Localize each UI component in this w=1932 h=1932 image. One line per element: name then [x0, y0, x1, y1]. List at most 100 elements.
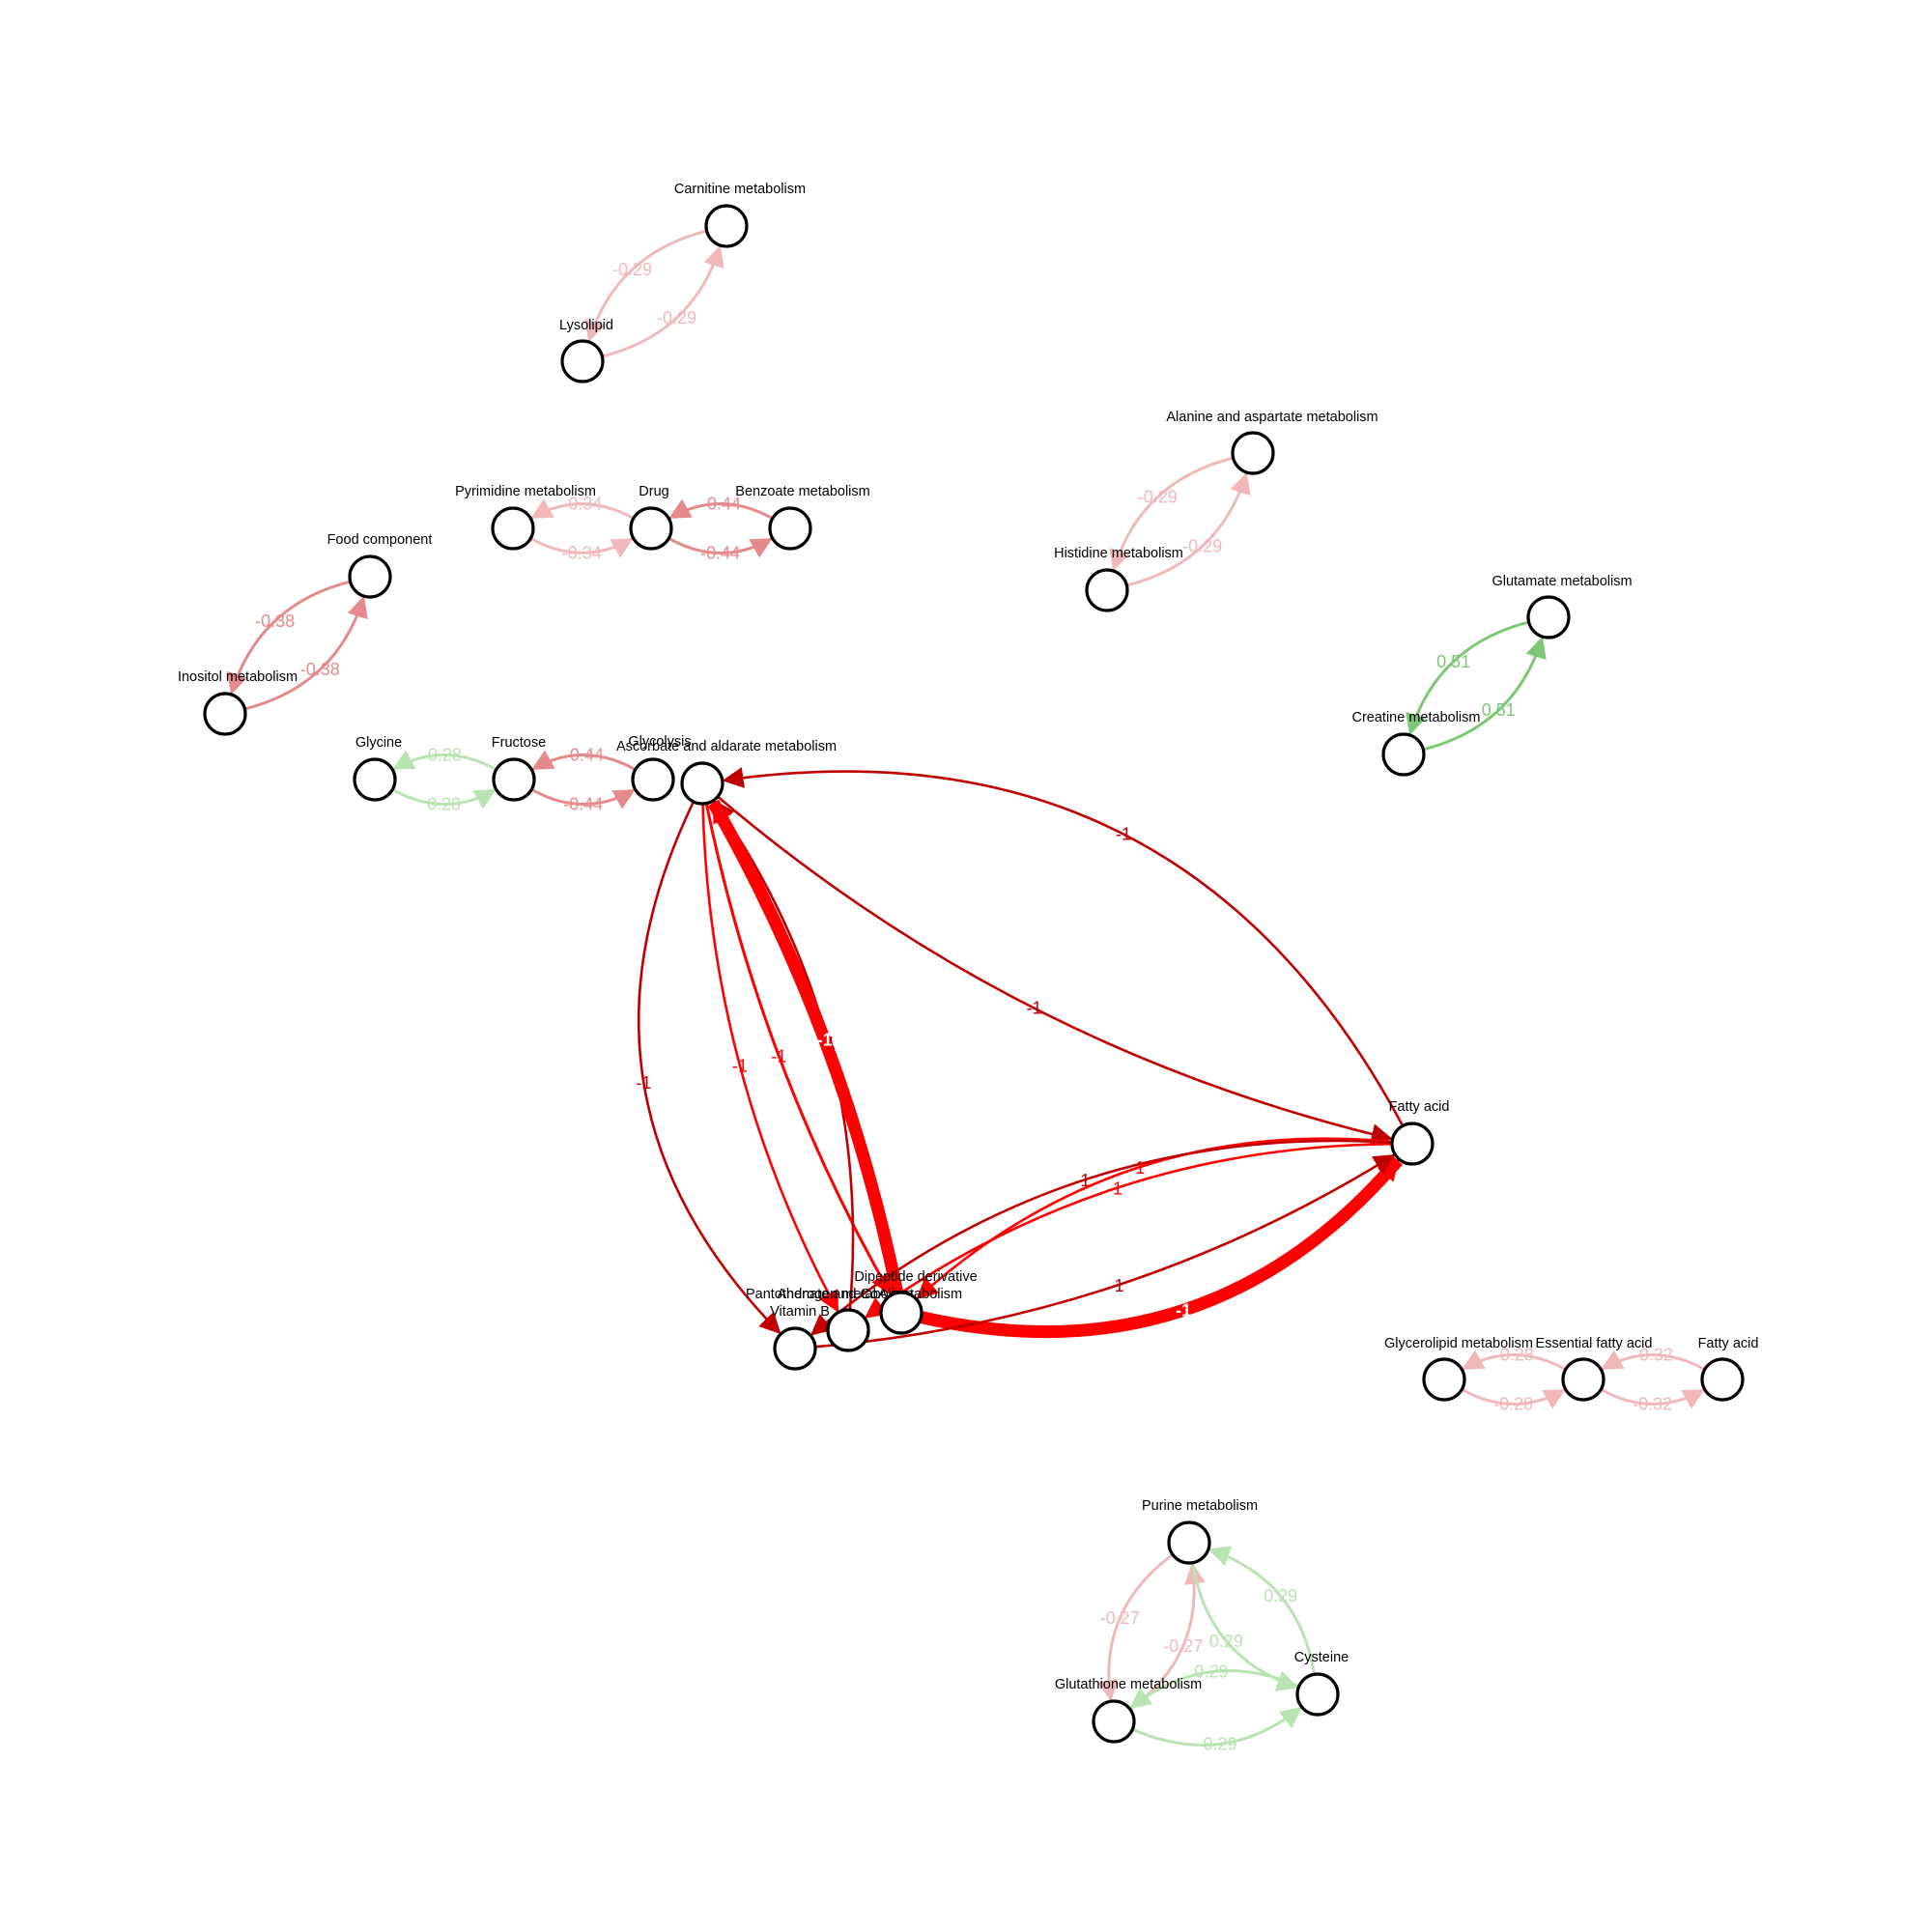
- edge-weight-label: 0.29: [1209, 1632, 1243, 1651]
- edge-creatine-to-glutamate: [1423, 636, 1547, 752]
- node-circle[interactable]: [631, 757, 675, 802]
- node-circle[interactable]: [492, 757, 536, 802]
- node-circle[interactable]: [1231, 431, 1275, 475]
- node-circle[interactable]: [1085, 568, 1129, 612]
- edge-weight-label: -0.34: [562, 543, 602, 562]
- node-circle[interactable]: [1381, 732, 1426, 777]
- node-glycolysis[interactable]: Glycolysis: [628, 734, 692, 802]
- node-food[interactable]: Food component: [327, 532, 433, 599]
- node-circle[interactable]: [560, 339, 605, 384]
- node-benzoate[interactable]: Benzoate metabolism: [735, 484, 870, 551]
- node-circle[interactable]: [1422, 1357, 1466, 1402]
- node-label: Fructose: [492, 735, 546, 751]
- node-inositol[interactable]: Inositol metabolism: [178, 669, 298, 736]
- edge-histidine-to-alanine: [1126, 471, 1251, 587]
- edge-weight-label: 0.28: [427, 795, 461, 814]
- node-fattyacid2[interactable]: Fatty acid: [1698, 1336, 1759, 1402]
- node-circle[interactable]: [1092, 1699, 1136, 1744]
- edge-weight-label: -0.44: [564, 746, 604, 765]
- node-label: Androgen metabolism: [777, 1287, 913, 1302]
- node-label: Essential fatty acid: [1536, 1336, 1653, 1351]
- edge-ascorbate-to-fattyacid1: [717, 795, 1393, 1145]
- node-circle[interactable]: [826, 1308, 870, 1352]
- node-circle[interactable]: [348, 554, 392, 599]
- node-fructose[interactable]: Fructose: [492, 735, 546, 802]
- node-glycine[interactable]: Glycine: [353, 735, 402, 802]
- edge-weight-label: -0.38: [255, 611, 295, 631]
- node-circle[interactable]: [1295, 1672, 1340, 1717]
- edge-drug-to-benzoate: [668, 536, 773, 558]
- edge-weight-label: -0.27: [1163, 1636, 1203, 1656]
- node-ascorbate[interactable]: Ascorbate and aldarate metabolism: [616, 739, 837, 806]
- node-label: Lysolipid: [559, 318, 613, 333]
- node-glycerolipid[interactable]: Glycerolipid metabolism: [1384, 1336, 1533, 1402]
- node-label: Fatty acid: [1698, 1336, 1759, 1351]
- node-vitaminb[interactable]: Vitamin B: [770, 1304, 830, 1371]
- node-label: Vitamin B: [770, 1304, 830, 1320]
- node-circle[interactable]: [353, 757, 397, 802]
- edge-weight-label: -1: [1107, 1179, 1122, 1198]
- edge-fattyacid1-to-vitaminb: [810, 1139, 1393, 1336]
- edge-weight-label: -1: [1176, 1300, 1191, 1320]
- node-essential[interactable]: Essential fatty acid: [1536, 1336, 1653, 1402]
- edge-fattyacid1-to-cluster2: [916, 1137, 1393, 1300]
- node-label: Glutamate metabolism: [1492, 574, 1632, 589]
- node-circle[interactable]: [629, 506, 673, 551]
- edge-vitaminb-to-fattyacid1: [814, 1153, 1396, 1349]
- node-glutathione[interactable]: Glutathione metabolism: [1055, 1677, 1202, 1744]
- edge-weight-label: -1: [1074, 1171, 1090, 1190]
- node-purine[interactable]: Purine metabolism: [1142, 1498, 1258, 1565]
- node-circle[interactable]: [704, 204, 749, 248]
- edge-weight-label: -0.29: [612, 260, 652, 279]
- node-label: Purine metabolism: [1142, 1498, 1258, 1514]
- node-cysteine[interactable]: Cysteine: [1294, 1650, 1349, 1717]
- node-creatine[interactable]: Creatine metabolism: [1352, 710, 1481, 777]
- edge-weight-label: 0.29: [1194, 1662, 1228, 1682]
- node-lysolipid[interactable]: Lysolipid: [559, 318, 613, 384]
- edge-fattyacid1-to-cluster1: [864, 1142, 1393, 1319]
- node-pyrimidine[interactable]: Pyrimidine metabolism: [455, 484, 596, 551]
- node-circle[interactable]: [1526, 595, 1571, 639]
- edge-weight-label: 0.29: [1264, 1586, 1297, 1605]
- node-circle[interactable]: [773, 1326, 817, 1371]
- edge-fructose-to-glycine: [392, 750, 497, 772]
- edge-weight-label: -0.34: [562, 495, 602, 514]
- node-drug[interactable]: Drug: [629, 484, 673, 551]
- node-carnitine[interactable]: Carnitine metabolism: [674, 182, 806, 248]
- node-histidine[interactable]: Histidine metabolism: [1054, 546, 1183, 612]
- node-label: Glycerolipid metabolism: [1384, 1336, 1533, 1351]
- node-label: Dipeptide derivative: [854, 1269, 977, 1285]
- node-label: Inositol metabolism: [178, 669, 298, 685]
- node-fattyacid1[interactable]: Fatty acid: [1389, 1099, 1450, 1166]
- edge-weight-label: 0.51: [1436, 652, 1470, 671]
- edge-fructose-to-glycolysis: [530, 787, 636, 810]
- node-glutamate[interactable]: Glutamate metabolism: [1492, 574, 1633, 639]
- node-circle[interactable]: [1167, 1520, 1211, 1565]
- edge-alanine-to-histidine: [1109, 456, 1234, 572]
- node-label: Histidine metabolism: [1054, 546, 1183, 561]
- node-cluster1b[interactable]: Androgen metabolism: [777, 1287, 914, 1352]
- node-circle[interactable]: [491, 506, 535, 551]
- edge-lysolipid-to-carnitine: [602, 244, 724, 358]
- edge-weight-label: -0.29: [1182, 536, 1222, 555]
- edge-weight-label: -0.32: [1634, 1346, 1673, 1365]
- node-circle[interactable]: [1390, 1122, 1435, 1166]
- edge-glutamate-to-creatine: [1406, 620, 1529, 736]
- node-circle[interactable]: [680, 761, 724, 806]
- node-circle[interactable]: [203, 692, 247, 736]
- edge-weight-label: -0.29: [1138, 488, 1178, 507]
- node-circle[interactable]: [1561, 1357, 1605, 1402]
- node-label: Glycine: [355, 735, 402, 751]
- edge-ascorbate-to-vitaminb: [637, 801, 781, 1335]
- edge-weight-label: -1: [820, 1034, 836, 1053]
- node-circle[interactable]: [1700, 1357, 1745, 1402]
- edge-glycerolipid-to-essential: [1461, 1387, 1566, 1409]
- edge-weight-label: -0.28: [1494, 1346, 1534, 1365]
- edge-ascorbate-to-cluster1: [701, 803, 839, 1313]
- node-circle[interactable]: [879, 1291, 923, 1335]
- node-cluster2[interactable]: Dipeptide derivative: [854, 1269, 978, 1335]
- node-alanine[interactable]: Alanine and aspartate metabolism: [1166, 410, 1378, 475]
- node-circle[interactable]: [768, 506, 812, 551]
- edge-labels-layer: -0.29-0.29-0.29-0.29-0.34-0.34-0.44-0.44…: [255, 260, 1673, 1753]
